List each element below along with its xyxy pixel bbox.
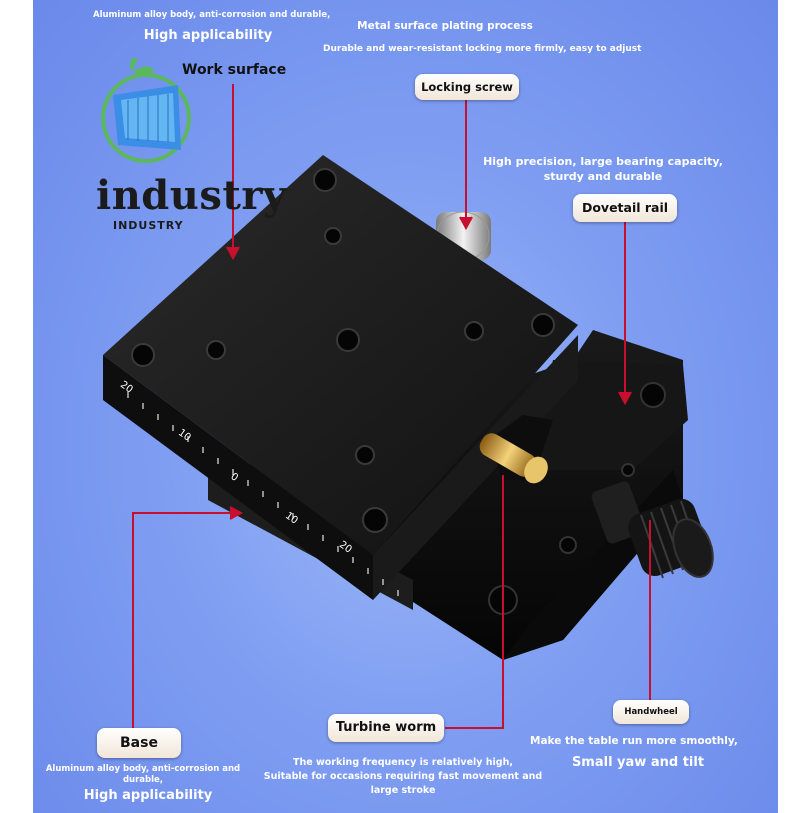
turbine-desc-3: large stroke: [370, 785, 436, 796]
brand-logo: [101, 58, 191, 163]
plating-title: Metal surface plating process: [357, 20, 533, 32]
product-illustration: [101, 58, 714, 730]
brand-subtitle: INDUSTRY: [113, 219, 184, 232]
dovetail-desc-2: sturdy and durable: [543, 170, 663, 183]
locking-screw-label: Locking screw: [415, 74, 519, 100]
base-label: Base: [97, 728, 181, 758]
turbine-desc-1: The working frequency is relatively high…: [293, 757, 513, 768]
dovetail-desc-1: High precision, large bearing capacity,: [483, 155, 723, 168]
leader-lines: [132, 84, 651, 730]
base-desc-2: durable,: [122, 775, 164, 785]
handwheel-label: Handwheel: [613, 700, 689, 724]
work-surface-label: Work surface: [182, 62, 287, 78]
product-poster: 20 10 0 10 20 industry INDUSTRY Aluminum…: [33, 0, 778, 813]
plating-desc: Durable and wear-resistant locking more …: [323, 44, 642, 54]
top-left-desc: Aluminum alloy body, anti-corrosion and …: [93, 10, 331, 20]
handwheel-graphic: [591, 481, 714, 579]
top-left-heading: High applicability: [143, 28, 273, 43]
turbine-worm-graphic: [479, 415, 553, 484]
dovetail-rail-label: Dovetail rail: [573, 194, 677, 222]
handwheel-desc-2: Small yaw and tilt: [571, 755, 705, 770]
handwheel-desc-1: Make the table run more smoothly,: [530, 735, 738, 747]
turbine-worm-label: Turbine worm: [328, 714, 444, 742]
base-desc-1: Aluminum alloy body, anti-corrosion and: [45, 764, 241, 774]
base-desc-3: High applicability: [83, 788, 213, 803]
turbine-desc-2: Suitable for occasions requiring fast mo…: [263, 771, 543, 782]
brand-name: industry: [96, 172, 287, 219]
work-surface-graphic: [103, 155, 578, 600]
